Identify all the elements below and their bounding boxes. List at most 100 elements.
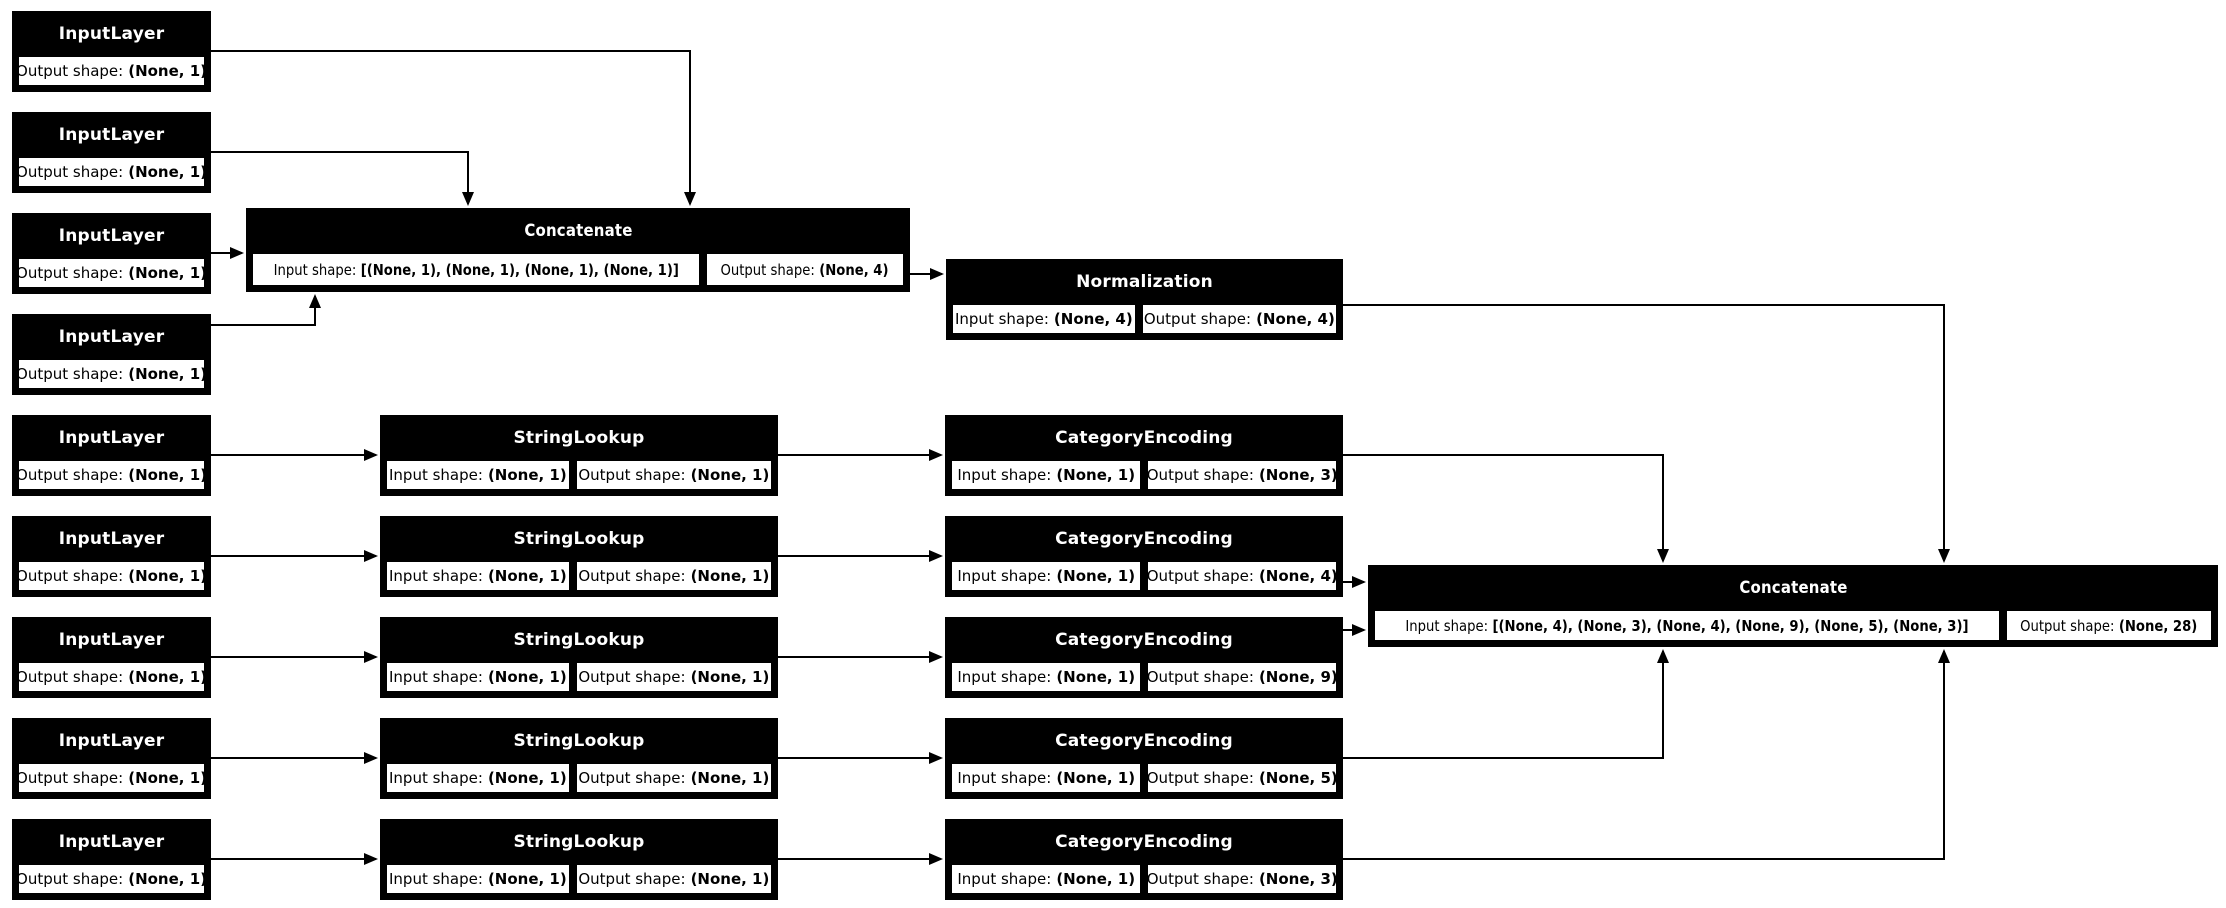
shape-value: (None, 1) — [128, 62, 206, 80]
shape-label: Output shape: — [1146, 668, 1254, 686]
shape-value: [(None, 4), (None, 3), (None, 4), (None,… — [1492, 616, 1969, 635]
output-shape-cell: Output shape:(None, 3) — [1146, 863, 1338, 895]
input-shape-cell: Input shape:(None, 1) — [950, 863, 1143, 895]
node-input-layer-8: InputLayer Output shape:(None, 1) — [12, 718, 211, 799]
input-shape-cell: Input shape:(None, 1) — [950, 459, 1143, 491]
shape-value: (None, 1) — [128, 264, 206, 282]
node-string-lookup-4: StringLookup Input shape:(None, 1) Outpu… — [380, 718, 778, 799]
shape-value: (None, 1) — [128, 567, 206, 585]
output-shape-cell: Output shape:(None, 1) — [17, 560, 206, 592]
input-shape-cell: Input shape:(None, 1) — [385, 560, 571, 592]
shape-value: (None, 1) — [487, 870, 567, 888]
layer-type-header: InputLayer — [58, 428, 165, 448]
layer-type-header: InputLayer — [58, 529, 165, 549]
shape-label: Input shape: — [273, 260, 357, 279]
shape-label: Output shape: — [17, 668, 124, 686]
shape-value: (None, 28) — [2119, 616, 2198, 635]
output-shape-cell: Output shape:(None, 1) — [574, 459, 773, 491]
shape-value: (None, 1) — [487, 668, 567, 686]
shape-value: (None, 1) — [487, 466, 567, 484]
shape-label: Output shape: — [1146, 870, 1254, 888]
shape-value: (None, 1) — [1056, 668, 1136, 686]
shape-value: (None, 3) — [1258, 870, 1338, 888]
shape-label: Output shape: — [1146, 466, 1254, 484]
output-shape-cell: Output shape:(None, 1) — [17, 459, 206, 491]
shape-label: Output shape: — [17, 769, 124, 787]
layer-type-header: CategoryEncoding — [1055, 529, 1233, 549]
node-input-layer-3: InputLayer Output shape:(None, 1) — [12, 213, 211, 294]
node-input-layer-5: InputLayer Output shape:(None, 1) — [12, 415, 211, 496]
node-input-layer-9: InputLayer Output shape:(None, 1) — [12, 819, 211, 900]
shape-label: Output shape: — [17, 264, 124, 282]
shape-value: (None, 1) — [1056, 870, 1136, 888]
output-shape-cell: Output shape:(None, 5) — [1146, 762, 1338, 794]
input-shape-cell: Input shape:(None, 1) — [385, 863, 571, 895]
shape-label: Output shape: — [17, 870, 124, 888]
shape-label: Output shape: — [1146, 567, 1254, 585]
shape-value: (None, 4) — [1256, 310, 1335, 328]
shape-value: (None, 1) — [128, 163, 206, 181]
shape-value: (None, 4) — [819, 260, 890, 279]
node-input-layer-6: InputLayer Output shape:(None, 1) — [12, 516, 211, 597]
edges — [211, 50, 1950, 865]
layer-type-header: InputLayer — [58, 24, 165, 44]
layer-type-header: CategoryEncoding — [1055, 428, 1233, 448]
shape-label: Output shape: — [578, 870, 686, 888]
shape-value: (None, 1) — [128, 466, 206, 484]
shape-value: (None, 4) — [1053, 310, 1133, 328]
layer-type-header: CategoryEncoding — [1055, 731, 1233, 751]
layer-type-header: StringLookup — [513, 529, 645, 549]
input-shape-cell: Input shape:[(None, 4), (None, 3), (None… — [1373, 609, 2002, 642]
shape-label: Output shape: — [2020, 616, 2115, 635]
shape-value: (None, 1) — [1056, 466, 1136, 484]
output-shape-cell: Output shape:(None, 1) — [17, 257, 206, 289]
edge-catencoding4-to-concat2 — [1343, 649, 1669, 759]
edge-input4-to-concat1 — [211, 294, 321, 326]
node-category-encoding-5: CategoryEncoding Input shape:(None, 1) O… — [945, 819, 1343, 900]
input-shape-cell: Input shape:(None, 1) — [385, 661, 571, 693]
input-shape-cell: Input shape:(None, 1) — [950, 560, 1143, 592]
shape-label: Output shape: — [578, 466, 686, 484]
layer-type-header: InputLayer — [58, 226, 165, 246]
shape-label: Input shape: — [389, 466, 483, 484]
output-shape-cell: Output shape:(None, 1) — [17, 863, 206, 895]
output-shape-cell: Output shape:(None, 1) — [17, 762, 206, 794]
shape-value: (None, 1) — [128, 769, 206, 787]
output-shape-cell: Output shape:(None, 9) — [1146, 661, 1338, 693]
shape-value: (None, 1) — [487, 567, 567, 585]
node-input-layer-2: InputLayer Output shape:(None, 1) — [12, 112, 211, 193]
output-shape-cell: Output shape:(None, 1) — [574, 560, 773, 592]
layer-type-header: CategoryEncoding — [1055, 832, 1233, 852]
edge-input1-to-concat1 — [211, 50, 696, 206]
shape-label: Input shape: — [1405, 616, 1489, 635]
edge-catencoding1-to-concat2 — [1343, 454, 1669, 563]
shape-label: Input shape: — [954, 310, 1049, 328]
shape-label: Output shape: — [17, 365, 124, 383]
output-shape-cell: Output shape:(None, 4) — [704, 252, 905, 287]
shape-label: Output shape: — [17, 163, 124, 181]
shape-value: (None, 1) — [487, 769, 567, 787]
shape-label: Input shape: — [957, 466, 1052, 484]
layer-type-header: InputLayer — [58, 125, 165, 145]
layer-type-header: StringLookup — [513, 832, 645, 852]
output-shape-cell: Output shape:(None, 1) — [17, 358, 206, 390]
shape-label: Output shape: — [578, 567, 686, 585]
node-string-lookup-5: StringLookup Input shape:(None, 1) Outpu… — [380, 819, 778, 900]
edge-normalization-to-concat2 — [1343, 304, 1950, 563]
shape-value: (None, 1) — [1056, 567, 1136, 585]
shape-value: (None, 1) — [1056, 769, 1136, 787]
layer-type-header: Concatenate — [1738, 578, 1848, 598]
layer-type-header: StringLookup — [513, 731, 645, 751]
node-category-encoding-2: CategoryEncoding Input shape:(None, 1) O… — [945, 516, 1343, 597]
input-shape-cell: Input shape:(None, 1) — [385, 762, 571, 794]
layer-type-header: InputLayer — [58, 327, 165, 347]
shape-label: Output shape: — [17, 62, 124, 80]
node-input-layer-7: InputLayer Output shape:(None, 1) — [12, 617, 211, 698]
shape-label: Input shape: — [957, 870, 1052, 888]
input-shape-cell: Input shape:(None, 4) — [951, 303, 1137, 335]
shape-label: Input shape: — [389, 870, 483, 888]
output-shape-cell: Output shape:(None, 4) — [1146, 560, 1338, 592]
layer-type-header: Concatenate — [523, 221, 633, 241]
shape-label: Input shape: — [957, 769, 1052, 787]
